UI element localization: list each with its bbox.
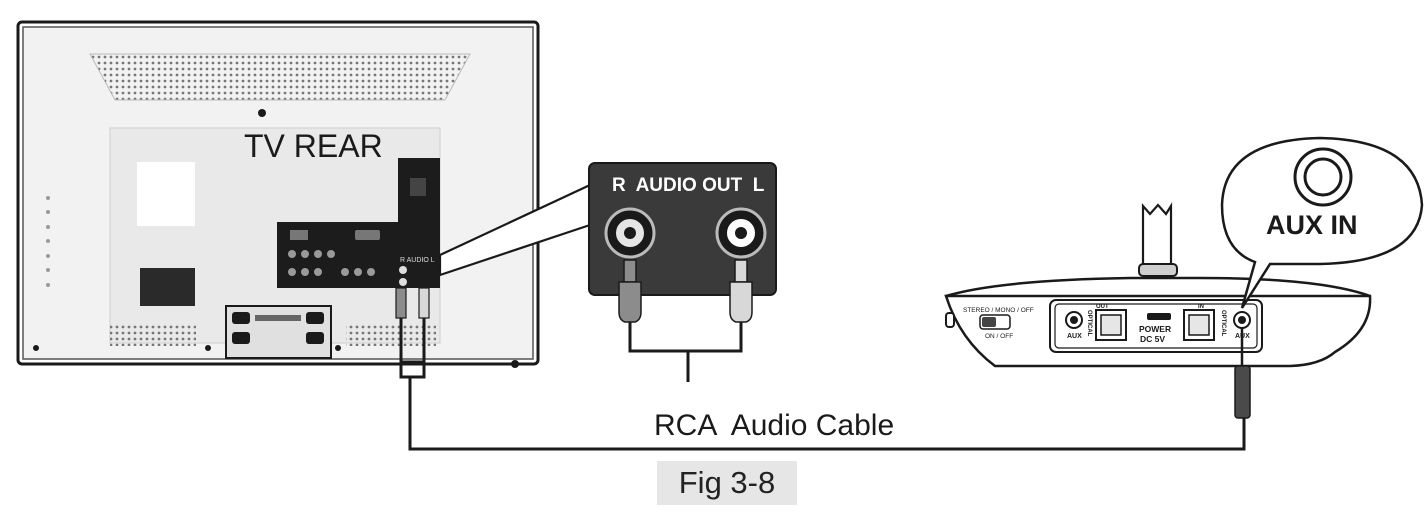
tv-rear: R AUDIO L TV REAR xyxy=(16,20,540,368)
tv-screw xyxy=(33,345,39,351)
tv-side-buttons xyxy=(46,196,50,287)
audio-out-callout: R AUDIO OUT L xyxy=(438,162,777,382)
power-label: POWER xyxy=(1139,324,1171,334)
optical-right-label: OPTICAL xyxy=(1220,310,1226,337)
rca-plug-white-head xyxy=(418,287,430,319)
optical-left-label: OPTICAL xyxy=(1086,310,1092,337)
tv-screw xyxy=(335,345,341,351)
figure-label: Fig 3-8 xyxy=(657,461,797,505)
receiver-antenna xyxy=(1141,202,1173,270)
aux-left-label: AUX xyxy=(1067,333,1082,340)
aux-in-callout: AUX IN xyxy=(1220,136,1424,309)
tv-screw xyxy=(258,109,266,117)
rca-plug-red-head xyxy=(395,287,407,319)
aux-plug xyxy=(1234,365,1251,419)
tv-audio-jack-r xyxy=(399,266,407,274)
aux-in-label: AUX IN xyxy=(1266,210,1358,240)
receiver-top-shell xyxy=(945,276,1371,298)
tv-screw xyxy=(205,345,211,351)
power-voltage-label: DC 5V xyxy=(1140,334,1165,344)
tv-screw xyxy=(511,360,519,368)
tv-audio-jack-l xyxy=(399,278,407,286)
receiver-device: STEREO / MONO / OFF ON / OFF AUX OPTICAL… xyxy=(944,202,1372,419)
rca-audio-cable-line xyxy=(408,377,1246,451)
callout-plug-white xyxy=(734,259,748,283)
tv-rca-plugs xyxy=(395,287,430,379)
tv-rear-title: TV REAR xyxy=(244,128,383,164)
tv-bottom-vent xyxy=(346,324,436,346)
cable-clip xyxy=(399,360,426,379)
tv-label-sticker xyxy=(137,162,195,226)
power-port xyxy=(1147,313,1171,320)
switch-sub-label: ON / OFF xyxy=(985,333,1013,340)
callout-plug-red xyxy=(623,259,637,283)
cable-label: RCA Audio Cable xyxy=(654,409,894,442)
out-label: OUT xyxy=(1096,304,1109,310)
in-label: IN xyxy=(1198,304,1204,310)
tv-audio-jack-label: R AUDIO L xyxy=(400,257,435,264)
aux-in-bubble xyxy=(1220,136,1424,309)
callout-cable-joiner xyxy=(628,322,743,382)
tv-top-vent xyxy=(89,53,471,101)
tv-dark-block xyxy=(140,268,195,306)
tv-bottom-vent xyxy=(110,324,196,346)
switch-label: STEREO / MONO / OFF xyxy=(963,307,1034,314)
callout-title: R AUDIO OUT L xyxy=(612,175,765,196)
